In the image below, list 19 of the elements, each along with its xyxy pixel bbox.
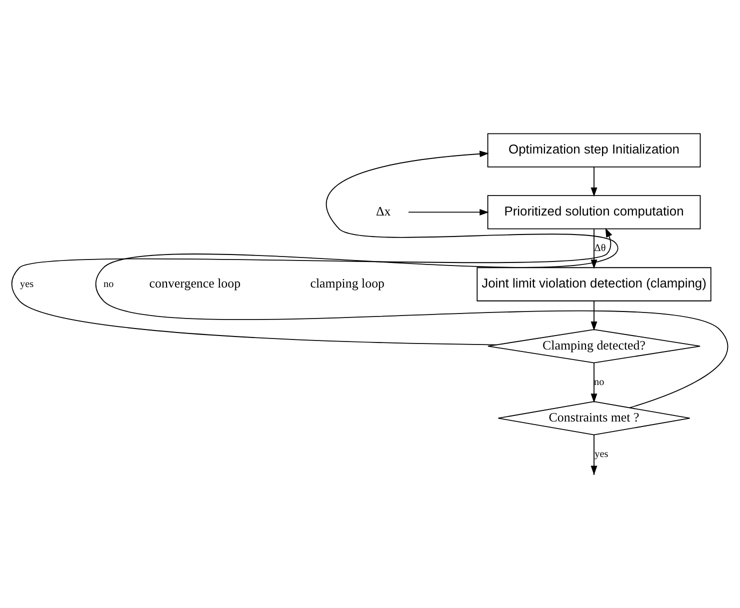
node-diamond: Clamping detected? [488, 329, 701, 364]
node-diamond: Constraints met ? [498, 401, 690, 436]
arrow [95, 150, 728, 408]
node-box: Prioritized solution computation [487, 195, 701, 230]
node-box: Optimization step Initialization [487, 133, 701, 168]
label: clamping loop [310, 276, 385, 291]
edge-label: Δθ [594, 242, 606, 254]
edge-label: yes [20, 278, 34, 290]
arrow [590, 228, 598, 269]
arrow [11, 228, 612, 346]
arrow [408, 208, 489, 216]
edge-label: no [104, 278, 114, 290]
node-text: Δx [376, 204, 391, 219]
edge-label: yes [594, 448, 608, 460]
arrow [590, 300, 598, 331]
arrow [590, 362, 598, 403]
arrow [590, 166, 598, 197]
label: convergence loop [149, 276, 241, 291]
node-box: Joint limit violation detection (clamping) [476, 267, 712, 302]
